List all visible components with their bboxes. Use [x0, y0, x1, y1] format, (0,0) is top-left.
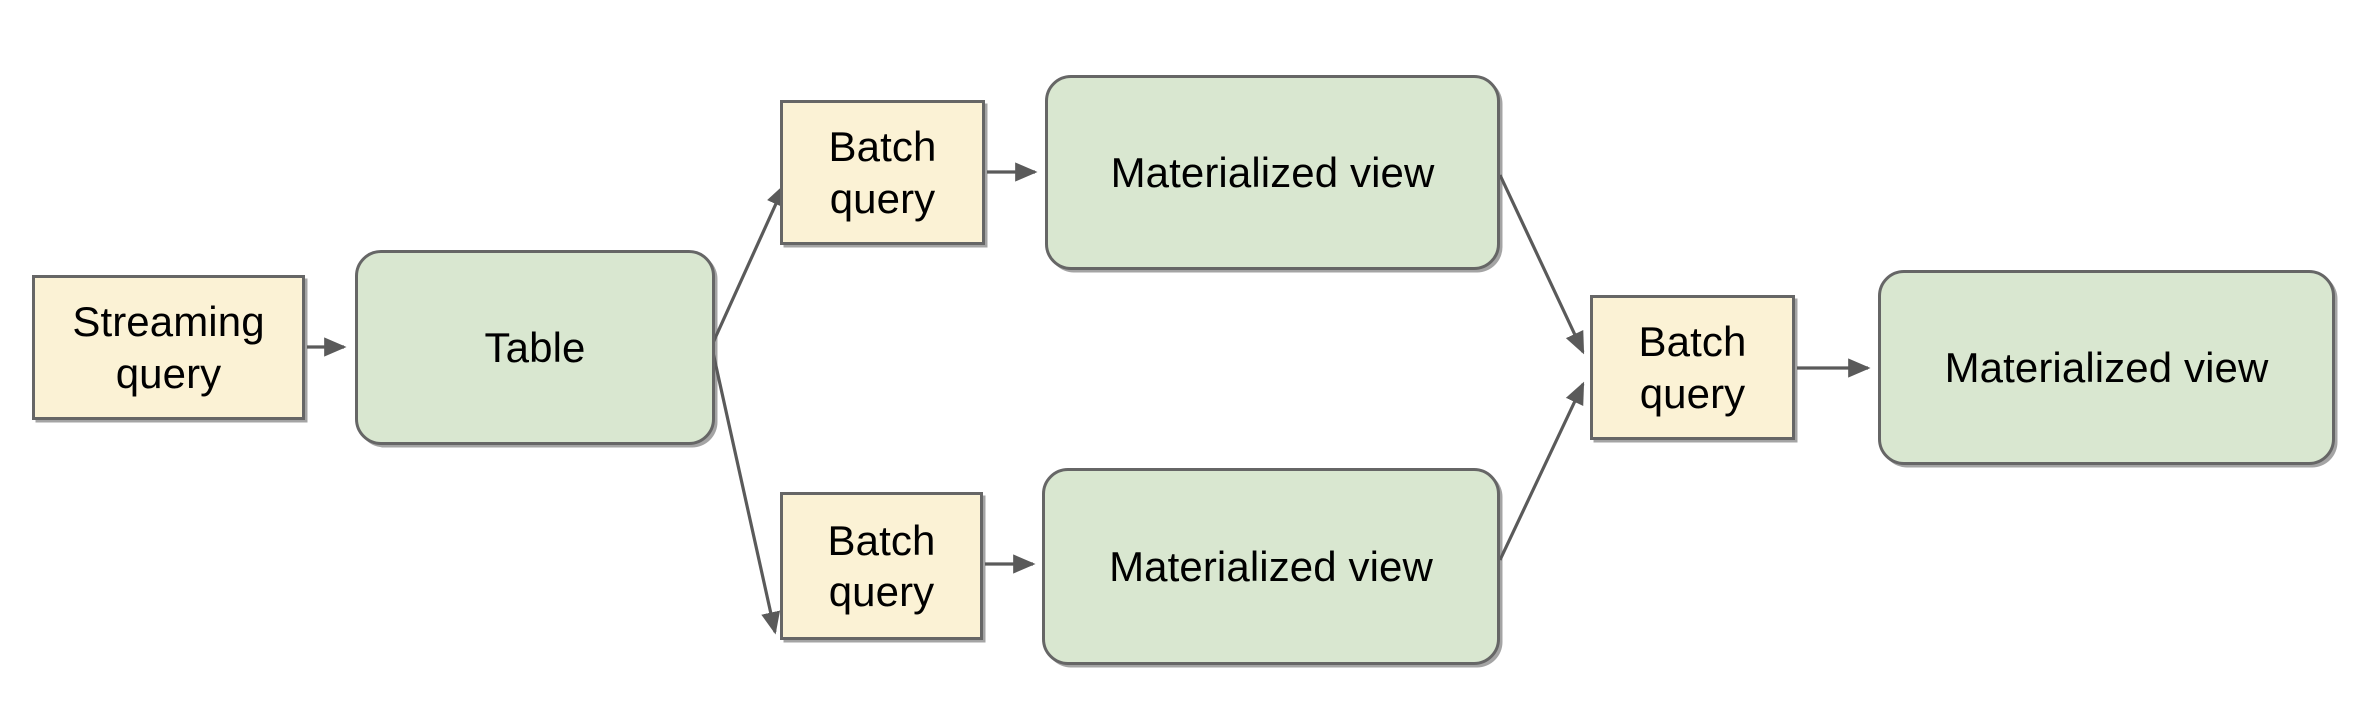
node-label-batch-query-right: Batch query: [1638, 318, 1747, 417]
node-batch-query-right[interactable]: Batch query: [1590, 295, 1795, 440]
node-materialized-view-right[interactable]: Materialized view: [1878, 270, 2335, 465]
edge-materialized-view-top-to-batch-query-right: [1498, 174, 1585, 355]
node-batch-query-bottom[interactable]: Batch query: [780, 492, 983, 640]
node-table[interactable]: Table: [355, 250, 715, 445]
node-materialized-view-top[interactable]: Materialized view: [1045, 75, 1500, 270]
node-label-materialized-view-bottom: Materialized view: [1109, 542, 1433, 590]
edge-table-to-batch-query-bottom: [710, 347, 781, 635]
edge-table-to-batch-query-top: [710, 183, 786, 346]
edge-materialized-view-bottom-to-batch-query-right: [1498, 381, 1585, 561]
node-label-streaming-query: Streaming query: [72, 298, 265, 397]
node-batch-query-top[interactable]: Batch query: [780, 100, 985, 245]
node-label-table: Table: [484, 323, 586, 371]
node-label-materialized-view-right: Materialized view: [1944, 343, 2269, 391]
node-materialized-view-bottom[interactable]: Materialized view: [1042, 468, 1500, 665]
node-streaming-query[interactable]: Streaming query: [32, 275, 305, 420]
node-label-batch-query-top: Batch query: [828, 123, 937, 222]
node-label-batch-query-bottom: Batch query: [827, 516, 936, 615]
node-label-materialized-view-top: Materialized view: [1110, 148, 1435, 196]
